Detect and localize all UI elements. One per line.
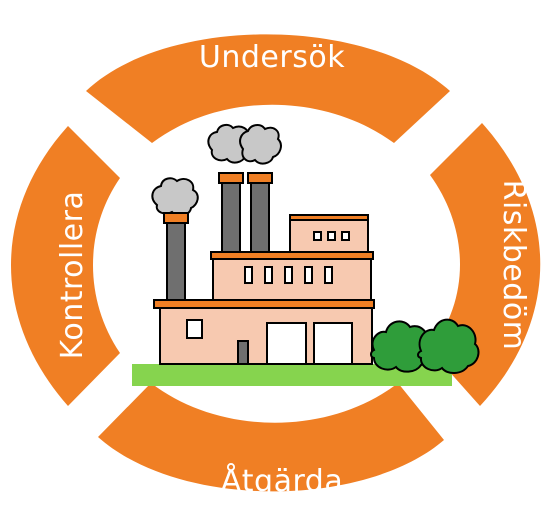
step-label-riskbedom: Riskbedöm: [496, 180, 531, 351]
factory-middle-building: [210, 251, 374, 303]
step-label-atgarda: Åtgärda: [221, 463, 343, 499]
factory-icon: [132, 123, 480, 386]
cycle-segment-kontrollera: [11, 126, 120, 406]
bushes: [370, 318, 480, 374]
factory-upper-building: [289, 214, 369, 254]
step-label-kontrollera: Kontrollera: [55, 191, 90, 360]
smokestacks: [163, 172, 273, 311]
ground: [132, 364, 452, 386]
factory-lower-building: [153, 299, 375, 365]
cycle-labels: Undersök Riskbedöm Åtgärda Kontrollera: [55, 40, 531, 499]
cycle-segment-undersok: [86, 34, 450, 143]
cycle-ring: [11, 34, 541, 492]
step-label-undersok: Undersök: [199, 40, 345, 75]
cycle-segment-atgarda: [98, 383, 444, 492]
